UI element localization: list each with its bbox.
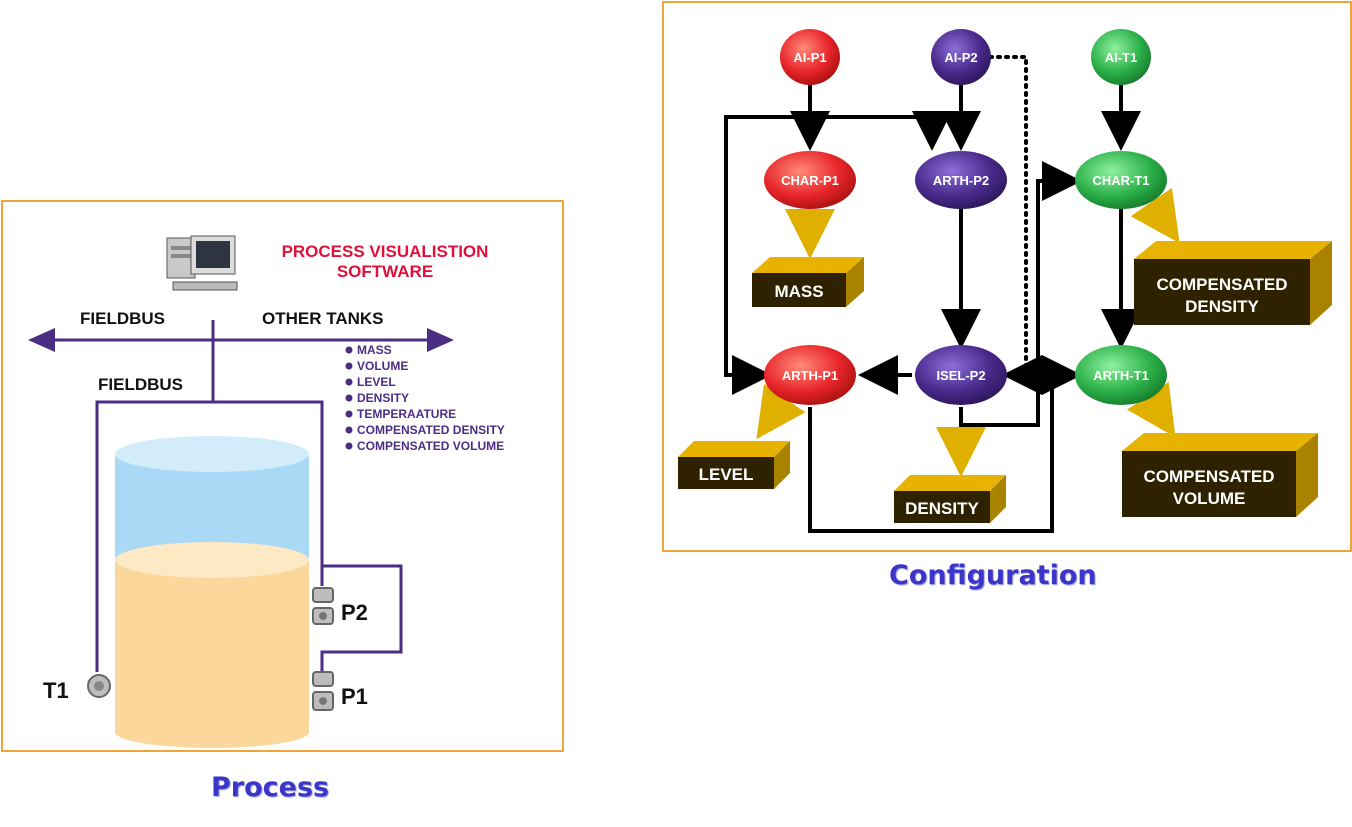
software-title-line2: SOFTWARE xyxy=(337,262,433,281)
signal-wiring xyxy=(724,85,1141,533)
transmitter-t1-icon xyxy=(87,674,111,698)
svg-text:AI-P1: AI-P1 xyxy=(793,50,826,65)
output-compensated-density: COMPENSATED DENSITY xyxy=(1134,241,1332,325)
svg-text:AI-P2: AI-P2 xyxy=(944,50,977,65)
measurement-bullet xyxy=(345,346,353,354)
measurement-item: COMPENSATED DENSITY xyxy=(357,423,505,437)
other-tanks-label: OTHER TANKS xyxy=(262,309,384,328)
fieldbus-drop-wiring xyxy=(95,320,215,672)
svg-text:ARTH-P1: ARTH-P1 xyxy=(782,368,838,383)
svg-text:COMPENSATED: COMPENSATED xyxy=(1144,467,1275,486)
software-title-line1: PROCESS VISUALISTION xyxy=(282,242,489,261)
node-isel-p2: ISEL-P2 xyxy=(915,345,1007,405)
process-diagram: PROCESS VISUALISTION SOFTWARE FIELDBUS O… xyxy=(27,235,505,748)
computer-icon xyxy=(166,235,238,291)
configuration-diagram: AI-P1 AI-P2 AI-T1 CHAR-P1 ARTH-P2 CHAR-T… xyxy=(678,29,1332,533)
measurement-item: LEVEL xyxy=(357,375,396,389)
node-ai-p2: AI-P2 xyxy=(931,29,991,85)
svg-text:DENSITY: DENSITY xyxy=(905,499,979,518)
output-mass: MASS xyxy=(752,257,864,307)
node-arth-t1: ARTH-T1 xyxy=(1075,345,1167,405)
measurement-item: DENSITY xyxy=(357,391,409,405)
svg-text:AI-T1: AI-T1 xyxy=(1105,50,1138,65)
fieldbus-label-drop: FIELDBUS xyxy=(98,375,183,394)
sensor-t1-label: T1 xyxy=(43,678,69,703)
svg-text:VOLUME: VOLUME xyxy=(1173,489,1246,508)
transmitter-p2-icon xyxy=(312,587,334,625)
node-arth-p1: ARTH-P1 xyxy=(764,345,856,405)
configuration-caption: Configuration xyxy=(889,560,1097,591)
measurement-bullet xyxy=(345,362,353,370)
svg-text:ARTH-T1: ARTH-T1 xyxy=(1093,368,1149,383)
measurement-item: TEMPERAATURE xyxy=(357,407,456,421)
measurement-bullet xyxy=(345,426,353,434)
sensor-p1-label: P1 xyxy=(341,684,368,709)
output-compensated-volume: COMPENSATED VOLUME xyxy=(1122,433,1318,517)
measurement-list: MASS VOLUME LEVEL DENSITY TEMPERAATURE COMPEN… xyxy=(345,343,505,453)
measurement-bullet xyxy=(345,410,353,418)
node-ai-p1: AI-P1 xyxy=(780,29,840,85)
svg-text:DENSITY: DENSITY xyxy=(1185,297,1259,316)
measurement-item: MASS xyxy=(357,343,392,357)
output-density: DENSITY xyxy=(894,475,1006,523)
transmitter-p1-icon xyxy=(312,671,334,711)
dotted-link xyxy=(988,55,1042,395)
svg-text:ARTH-P2: ARTH-P2 xyxy=(933,173,989,188)
node-char-p1: CHAR-P1 xyxy=(764,151,856,209)
node-ai-t1: AI-T1 xyxy=(1091,29,1151,85)
measurement-bullet xyxy=(345,394,353,402)
tank xyxy=(115,436,309,748)
svg-text:ISEL-P2: ISEL-P2 xyxy=(936,368,985,383)
output-arrows xyxy=(756,187,1180,477)
svg-text:LEVEL: LEVEL xyxy=(699,465,754,484)
process-panel: PROCESS VISUALISTION SOFTWARE FIELDBUS O… xyxy=(1,200,564,752)
svg-text:COMPENSATED: COMPENSATED xyxy=(1157,275,1288,294)
node-arth-p2: ARTH-P2 xyxy=(915,151,1007,209)
output-level: LEVEL xyxy=(678,441,790,489)
sensor-p2-label: P2 xyxy=(341,600,368,625)
measurement-item: COMPENSATED VOLUME xyxy=(357,439,504,453)
measurement-bullet xyxy=(345,378,353,386)
process-caption: Process xyxy=(211,772,330,803)
svg-text:CHAR-P1: CHAR-P1 xyxy=(781,173,839,188)
measurement-bullet xyxy=(345,442,353,450)
configuration-panel: AI-P1 AI-P2 AI-T1 CHAR-P1 ARTH-P2 CHAR-T… xyxy=(662,1,1352,552)
measurement-item: VOLUME xyxy=(357,359,408,373)
svg-text:MASS: MASS xyxy=(774,282,823,301)
fieldbus-label-top: FIELDBUS xyxy=(80,309,165,328)
svg-text:CHAR-T1: CHAR-T1 xyxy=(1092,173,1149,188)
node-char-t1: CHAR-T1 xyxy=(1075,151,1167,209)
